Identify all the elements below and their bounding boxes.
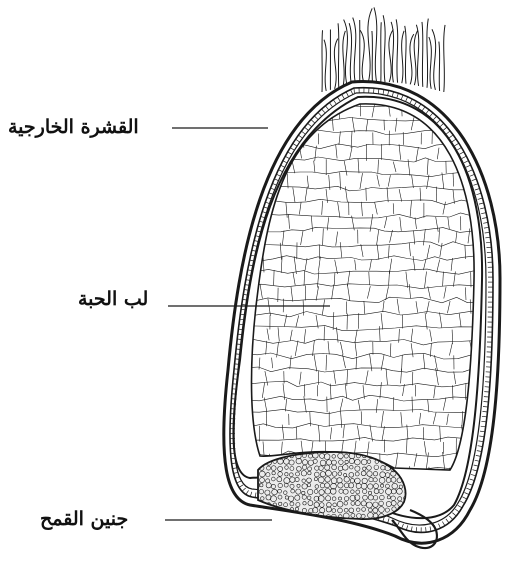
hair-strand	[383, 15, 385, 82]
hair-strand	[360, 30, 364, 83]
cell-wall	[245, 172, 247, 188]
hair-strand	[429, 37, 432, 89]
cell-wall	[455, 103, 458, 119]
husk-cell-wall	[484, 402, 489, 403]
hair-strand	[374, 7, 377, 82]
germ-cell	[296, 514, 299, 517]
hair-strand	[422, 22, 423, 87]
germ-cell	[266, 514, 269, 517]
hair-strand	[343, 31, 346, 87]
hair-strand	[416, 25, 418, 86]
hair-strand	[405, 26, 406, 84]
hair-strand	[402, 31, 404, 83]
germ-cell	[271, 514, 276, 519]
cell-wall	[468, 118, 469, 131]
germ-cell	[278, 514, 284, 520]
label-outer-husk: القشرة الخارجية	[8, 118, 139, 137]
hair-strand	[349, 23, 351, 85]
grain-hairs	[322, 7, 445, 92]
germ-cell	[260, 514, 265, 519]
label-endosperm: لب الحبة	[78, 290, 148, 309]
hair-strand	[414, 30, 417, 85]
cell-wall	[242, 189, 243, 204]
cell-wall	[483, 160, 486, 175]
cell-wall	[269, 145, 271, 160]
cell-wall	[468, 102, 470, 117]
hair-strand	[410, 34, 414, 84]
hair-strand	[368, 8, 372, 82]
germ-cell	[285, 515, 288, 518]
hair-strand	[322, 30, 323, 92]
label-germ: جنين القمح	[40, 510, 128, 529]
hair-strand	[427, 19, 428, 88]
hair-strand	[372, 31, 373, 82]
hair-strand	[432, 29, 436, 90]
husk-cell-wall	[374, 88, 375, 93]
hair-strand	[324, 40, 326, 91]
husk-cell-wall	[426, 527, 427, 532]
cell-wall	[259, 159, 261, 174]
germ-cell	[289, 513, 294, 518]
cell-wall	[241, 158, 243, 174]
hair-strand	[439, 42, 440, 91]
hair-strand	[334, 39, 337, 89]
cell-wall	[245, 132, 247, 145]
hair-strand	[338, 23, 339, 88]
hair-strand	[353, 18, 356, 85]
germ-cell	[254, 514, 259, 519]
cell-wall	[480, 130, 482, 148]
hair-strand	[444, 25, 445, 92]
hair-strand	[396, 19, 398, 82]
cell-wall	[291, 103, 294, 117]
cell-wall	[242, 103, 243, 117]
cell-wall	[242, 218, 244, 232]
cell-wall	[269, 116, 270, 132]
husk-cell-wall	[483, 407, 488, 408]
cell-wall	[270, 104, 272, 119]
